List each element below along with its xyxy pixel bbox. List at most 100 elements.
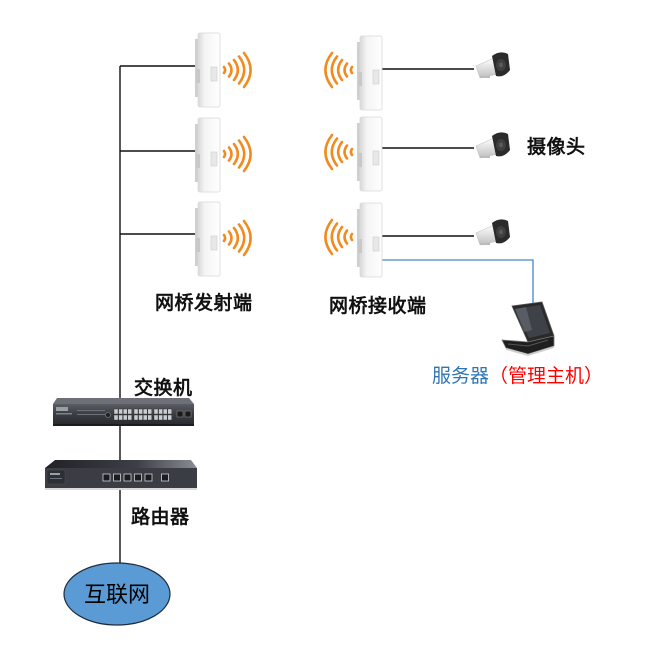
wave-arc [232,142,240,166]
wave-arc [232,58,240,82]
transmitter-bridge-3[interactable] [194,201,221,277]
router-icon [45,460,197,490]
camera-2[interactable] [475,131,511,159]
wireless-signal-icon [324,218,354,256]
router-port [134,473,142,482]
wave-arc [232,226,240,250]
wave-arc [343,144,349,160]
wave-arc [237,139,246,169]
switch-port [162,408,168,415]
server-label-main: 服务器 [432,365,490,387]
wireless-signal-icon [222,51,252,89]
wave-arc [227,230,233,246]
camera-3[interactable] [475,218,511,246]
switch-icon [53,398,194,426]
wireless-signal-icon [222,135,252,173]
wave-arc [242,135,252,173]
router-port [144,473,153,482]
switch-port [113,408,119,415]
wired-links [119,65,474,567]
transmitter-label: 网桥发射端 [155,292,253,314]
wave-arc [222,233,227,243]
wireless-signal-icon [324,133,354,171]
camera-icon [475,51,511,79]
wave-arc [237,223,246,253]
wave-arc [222,65,227,75]
receiver-bridge-2[interactable] [356,116,383,192]
camera-label: 摄像头 [527,136,586,158]
internet-label: 互联网 [84,583,150,608]
camera-icon [475,218,511,246]
wireless-bridge-icon [356,202,383,278]
wave-arc [324,133,334,171]
wireless-bridge-icon [194,32,221,108]
wave-arc [343,62,349,78]
receiver-bridge-3[interactable] [356,202,383,278]
wave-arc [349,65,354,75]
wave-arc [242,219,252,257]
switch-port [158,414,163,421]
router-port [102,473,111,482]
wireless-signal-group [222,51,354,257]
server-label-note: （管理主机） [489,365,604,387]
switch-port [158,408,163,415]
switch-port [138,414,143,421]
wave-arc [324,218,334,256]
receiver-bridge-1[interactable] [356,35,383,111]
internet-ellipse [63,562,171,626]
switch-port [127,414,133,421]
wireless-signal-icon [324,51,354,89]
switch-port [147,414,153,421]
wave-arc [227,62,233,78]
server-label: 服务器（管理主机） [432,361,603,388]
wave-arc [336,140,344,164]
switch-port [122,408,128,415]
wave-arc [349,147,354,157]
wave-arc [349,232,354,242]
switch-port [162,414,168,421]
wireless-bridge-icon [194,201,221,277]
wave-arc [336,58,344,82]
switch-port [147,408,153,415]
wave-arc [222,149,227,159]
camera-1[interactable] [475,51,511,79]
receiver-label: 网桥接收端 [329,295,427,317]
transmitter-bridge-1[interactable] [194,32,221,108]
switch-port [138,408,143,415]
link-rx3-server [380,259,534,308]
wave-arc [330,222,339,252]
internet-cloud[interactable]: 互联网 [63,562,171,626]
switch-port [167,414,173,421]
switch-port [122,414,128,421]
switch-port [133,408,139,415]
transmitter-bridge-2[interactable] [194,117,221,193]
switch-port [113,414,119,421]
switch-port [167,408,173,415]
router[interactable] [45,460,197,490]
switch-port [153,414,159,421]
server-laptop[interactable] [501,301,555,356]
wireless-bridge-icon [356,35,383,111]
switch-port [118,408,123,415]
router-port [123,473,132,482]
switch-port [142,414,148,421]
wave-arc [324,51,334,89]
wave-arc [227,146,233,162]
router-port [113,473,121,482]
router-label: 路由器 [131,506,190,528]
wave-arc [330,137,339,167]
switch-port [127,408,133,415]
switch-port [118,414,123,421]
switch-label: 交换机 [134,377,193,399]
wireless-bridge-icon [356,116,383,192]
laptop-icon [501,301,555,356]
wave-arc [237,55,246,85]
wireless-bridge-icon [194,117,221,193]
wireless-signal-icon [222,219,252,257]
network-switch[interactable] [53,398,194,426]
wave-arc [242,51,252,89]
wave-arc [330,55,339,85]
switch-port [142,408,148,415]
wave-arc [336,225,344,249]
